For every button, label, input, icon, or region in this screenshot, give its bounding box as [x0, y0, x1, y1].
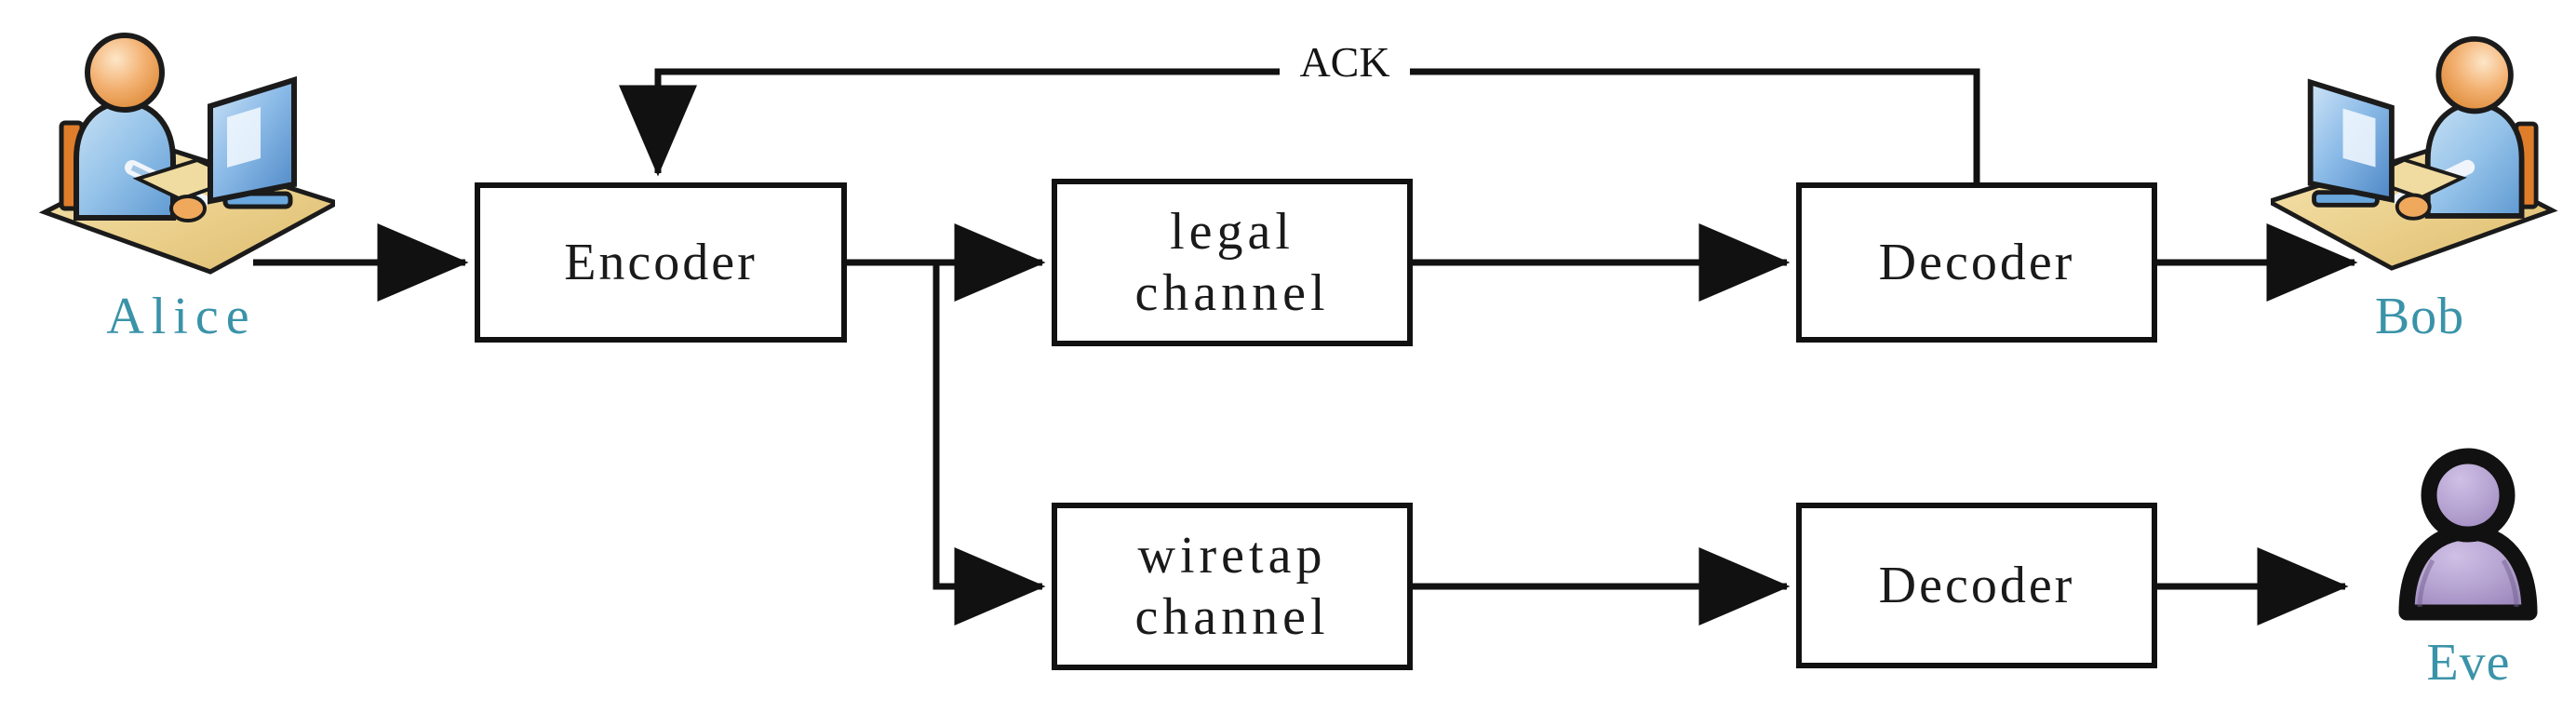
user-silhouette-icon: [2398, 448, 2538, 621]
user-at-computer-icon: [2271, 35, 2558, 271]
actor-alice-label: Alice: [106, 288, 257, 345]
edge-ack-feedback: [619, 68, 1980, 182]
ack-edge-label: ACK: [1280, 37, 1410, 87]
box-decoder-wiretap[interactable]: Decoder: [1796, 503, 2157, 668]
actor-eve-label: Eve: [2426, 634, 2511, 692]
box-wiretap-channel[interactable]: wiretap channel: [1052, 503, 1413, 670]
box-wiretap-channel-label: wiretap channel: [1134, 526, 1330, 646]
box-encoder[interactable]: Encoder: [475, 182, 847, 343]
actor-bob: Bob: [2271, 19, 2569, 354]
box-legal-channel-label: legal channel: [1134, 202, 1330, 322]
box-decoder-legal-label: Decoder: [1878, 233, 2075, 291]
box-legal-channel[interactable]: legal channel: [1052, 179, 1413, 346]
box-decoder-legal[interactable]: Decoder: [1796, 182, 2157, 343]
box-encoder-label: Encoder: [564, 233, 758, 291]
user-at-computer-icon: [38, 33, 335, 275]
box-decoder-wiretap-label: Decoder: [1878, 556, 2075, 614]
actor-eve: Eve: [2364, 447, 2573, 712]
actor-alice: Alice: [28, 19, 335, 354]
edge-encoder-to-wiretap: [932, 262, 1046, 626]
actor-bob-label: Bob: [2374, 288, 2465, 345]
